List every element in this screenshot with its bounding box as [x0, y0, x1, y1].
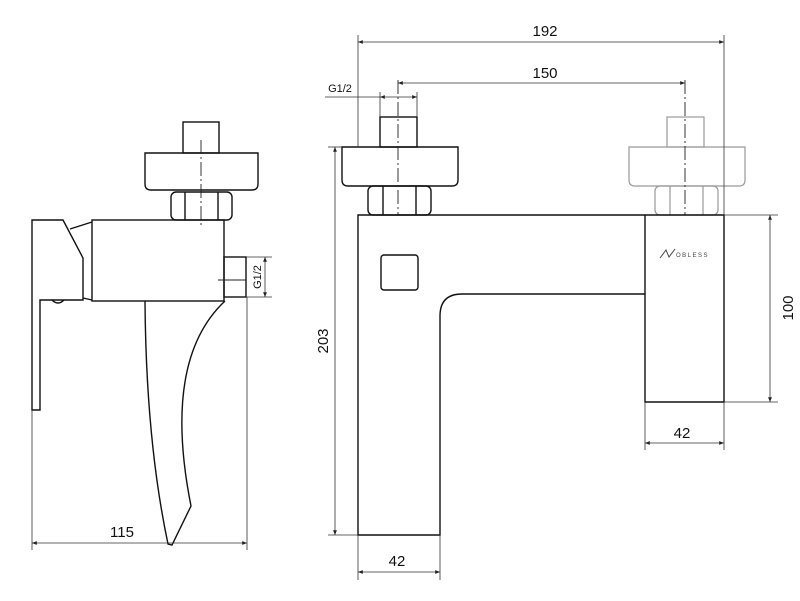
overall-height-label: 203	[315, 328, 332, 353]
side-handle	[31, 219, 84, 411]
right-inlet-stem	[666, 116, 705, 148]
spout-width-label: 42	[389, 553, 406, 570]
left-inlet-stem	[379, 116, 418, 148]
overall-width-label: 192	[532, 23, 557, 40]
side-spout	[144, 300, 226, 546]
right-hex-nut	[654, 185, 719, 216]
inlet-spacing-label: 150	[532, 65, 557, 82]
body-width-label: 42	[674, 425, 691, 442]
inlet-thread-label: G1/2	[328, 83, 352, 95]
brand-logo: OBLESS	[659, 248, 709, 259]
front-button-square	[380, 254, 419, 291]
right-inlet-cap	[628, 146, 746, 187]
front-view: OBLESS 192 150 G1/2 203 100 42 4	[315, 23, 797, 580]
svg-text:OBLESS: OBLESS	[676, 253, 709, 259]
body-height-label: 100	[780, 295, 797, 320]
side-body	[91, 219, 225, 302]
front-body	[357, 214, 725, 536]
side-width-label: 115	[110, 524, 134, 541]
left-inlet-cap	[341, 146, 459, 187]
side-outlet	[223, 256, 247, 298]
side-outlet-thread-label: G1/2	[252, 265, 264, 289]
side-hex-nut	[170, 191, 233, 221]
side-view: 115 G1/2	[31, 121, 272, 550]
side-cap	[144, 152, 259, 191]
left-hex-nut	[367, 185, 432, 216]
